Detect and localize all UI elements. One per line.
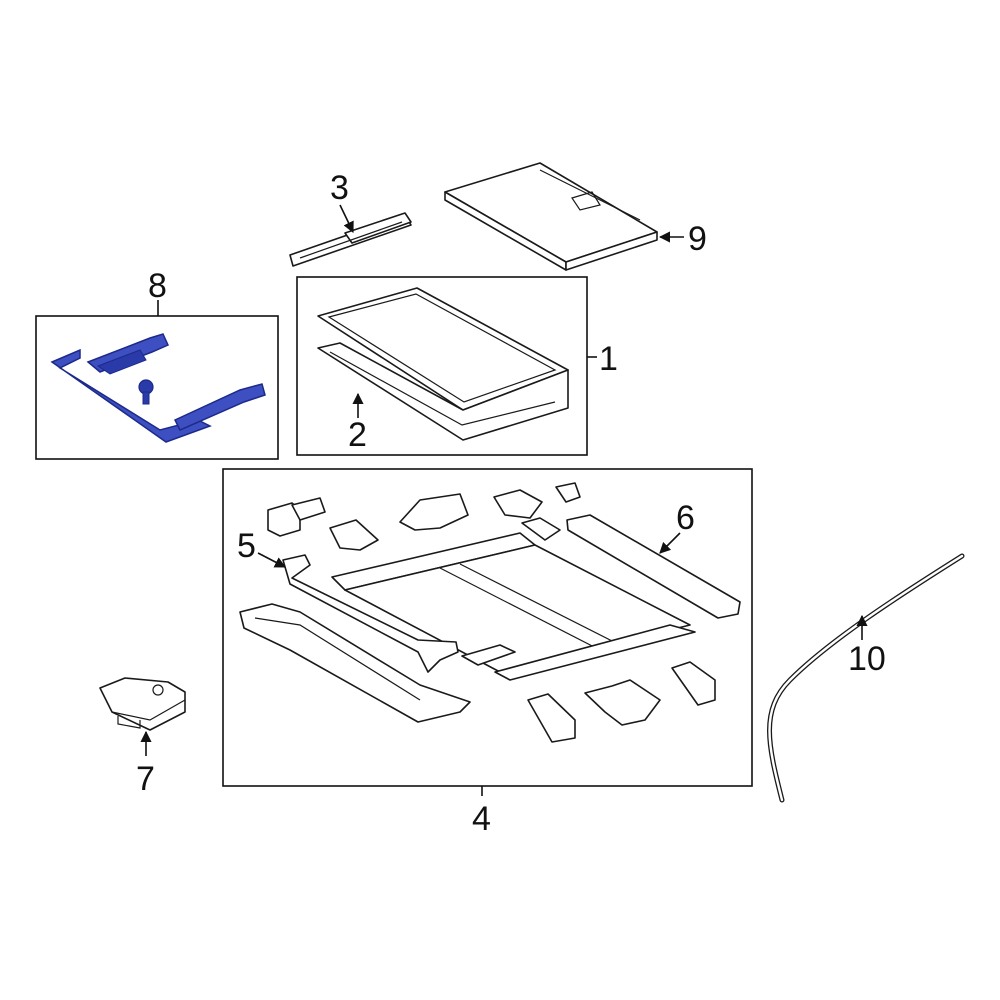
part-10-drive-cable[interactable]	[767, 553, 965, 803]
group-box-1	[296, 276, 588, 456]
group-box-8	[35, 315, 279, 460]
part-3-deflector[interactable]	[289, 212, 412, 267]
callout-3: 3	[330, 169, 349, 207]
group-box-4	[222, 468, 753, 787]
part-5-front-trim[interactable]	[282, 554, 459, 673]
part-4-sunroof-housing[interactable]	[239, 482, 716, 743]
callout-4: 4	[472, 800, 491, 838]
callout-6: 6	[676, 499, 695, 537]
callout-1: 1	[599, 340, 618, 378]
callout-7: 7	[136, 760, 155, 798]
part-8-drain-frame[interactable]	[50, 333, 266, 443]
callout-2: 2	[348, 416, 367, 454]
part-7-motor[interactable]	[99, 677, 186, 731]
callout-5: 5	[237, 527, 256, 565]
leader-5	[257, 552, 286, 568]
part-9-sunshade[interactable]	[444, 162, 658, 271]
callout-9: 9	[688, 220, 707, 258]
leader-3	[339, 204, 354, 234]
callout-10: 10	[848, 640, 886, 678]
part-2-glass-seal[interactable]	[317, 342, 569, 441]
leader-6	[659, 532, 681, 554]
callout-8: 8	[148, 267, 167, 305]
part-6-rear-rail[interactable]	[566, 514, 741, 619]
